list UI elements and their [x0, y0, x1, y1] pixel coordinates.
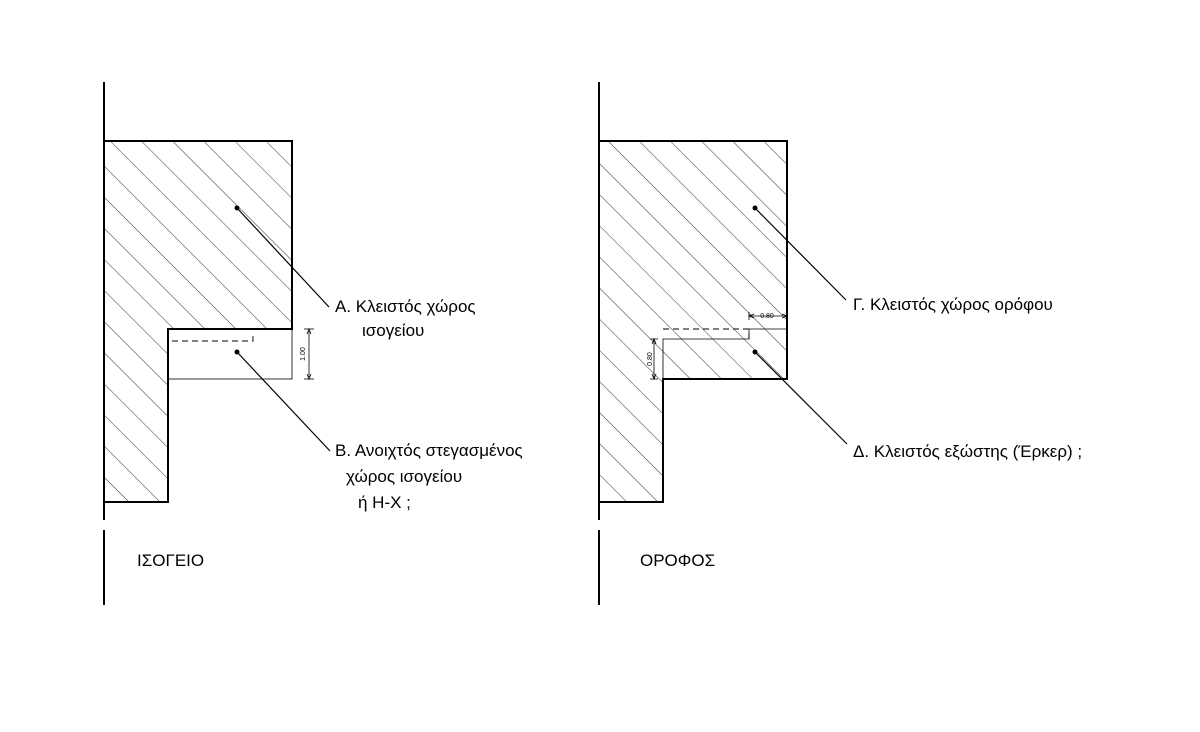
- label-b-line3: ή Η-Χ ;: [358, 493, 411, 512]
- ground-floor-title: ΙΣΟΓΕΙΟ: [137, 551, 204, 570]
- leader-line-a: [236, 207, 330, 308]
- balcony-d-dashed-outline: [663, 328, 750, 339]
- leader-line-d: [754, 351, 848, 445]
- dimension-1-00: 1.00: [300, 327, 314, 381]
- label-a-line1: Α. Κλειστός χώρος: [335, 297, 476, 316]
- space-b-dashed-outline: [172, 332, 254, 342]
- closed-space-a: [103, 140, 293, 503]
- dimension-label-1-00: 1.00: [300, 347, 307, 361]
- closed-space-c: [598, 140, 788, 503]
- label-c: Γ. Κλειστός χώρος ορόφου: [853, 295, 1053, 314]
- dimension-label-0-80-horizontal: 0.80: [760, 313, 774, 320]
- label-b-line2: χώρος ισογείου: [346, 467, 462, 486]
- dimension-0-80-vertical: 0.80: [647, 337, 658, 381]
- open-covered-space-b: [167, 328, 293, 380]
- upper-floor-title: ΟΡΟΦΟΣ: [640, 551, 715, 570]
- dimension-0-80-horizontal: 0.80: [747, 312, 789, 320]
- label-a-line2: ισογείου: [362, 321, 424, 340]
- label-b-line1: Β. Ανοιχτός στεγασμένος: [335, 441, 523, 460]
- leader-line-b: [236, 351, 331, 452]
- dimension-label-0-80-vertical: 0.80: [647, 352, 654, 366]
- upper-floor-plan: 0.80 0.80 Γ. Κλειστός χώρος ορόφου Δ. Κλ…: [598, 82, 1082, 605]
- leader-line-c: [754, 207, 847, 301]
- ground-floor-plan: 1.00 Α. Κλειστός χώρος ισογείου Β. Ανοιχ…: [103, 82, 523, 605]
- label-d: Δ. Κλειστός εξώστης (Έρκερ) ;: [853, 442, 1082, 461]
